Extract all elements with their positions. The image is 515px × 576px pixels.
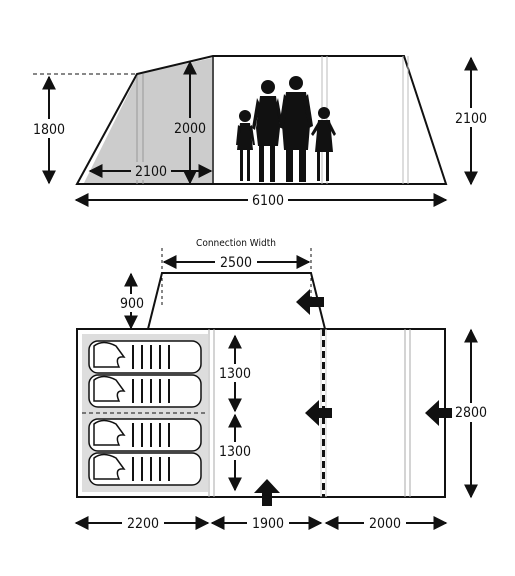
door-arrow-icon bbox=[296, 289, 324, 315]
door-arrow-icon bbox=[254, 479, 280, 506]
sleeping-bag-icon bbox=[88, 340, 202, 374]
porch-length-label: 2000 bbox=[369, 516, 401, 532]
total-height-label: 2100 bbox=[455, 111, 487, 127]
sleeping-bag-icon bbox=[88, 452, 202, 486]
inner-height-label: 2000 bbox=[174, 121, 206, 137]
side-view: 1800 2000 2100 2100 6100 bbox=[30, 55, 490, 209]
connection-width-caption: Connection Width bbox=[196, 238, 276, 249]
bedroom-half-2-label: 1300 bbox=[219, 444, 251, 460]
bedroom-length-label: 2200 bbox=[127, 516, 159, 532]
door-arrow-icon bbox=[425, 400, 453, 426]
annex-height-label: 1800 bbox=[33, 122, 65, 138]
connection-width-label: 2500 bbox=[220, 255, 252, 271]
tent-side-outline bbox=[75, 55, 448, 185]
sleeping-bag-icon bbox=[88, 418, 202, 452]
sleeping-bag-icon bbox=[88, 374, 202, 408]
total-length-label: 6100 bbox=[252, 193, 284, 209]
bedroom-half-1-label: 1300 bbox=[219, 366, 251, 382]
annex-shaded-area bbox=[84, 58, 212, 183]
annex-width-label: 2100 bbox=[135, 164, 167, 180]
total-width-label: 2800 bbox=[455, 405, 487, 421]
floor-plan: Connection Width 2500 900 bbox=[74, 238, 490, 532]
extension-depth-label: 900 bbox=[120, 296, 144, 312]
people-silhouette-icon bbox=[236, 76, 336, 182]
middle-length-label: 1900 bbox=[252, 516, 284, 532]
door-arrow-icon bbox=[305, 400, 332, 426]
